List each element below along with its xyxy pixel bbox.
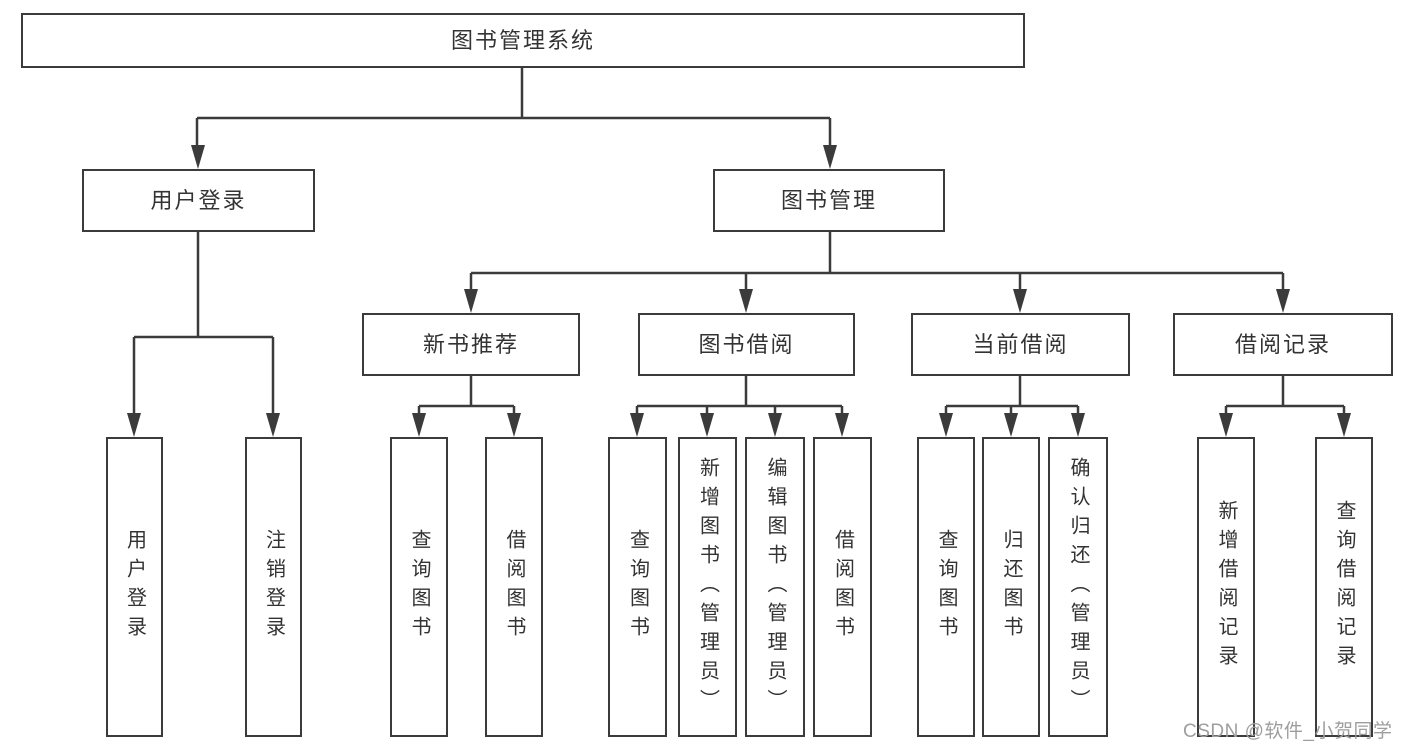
leaf-query-books-recommend: 查询图书 (390, 437, 448, 737)
node-user-login: 用户登录 (82, 169, 315, 232)
leaf-add-borrow-record: 新增借阅记录 (1197, 437, 1255, 737)
leaf-user-login: 用户登录 (106, 437, 163, 737)
watermark: CSDN @软件_小贺同学 (1183, 721, 1393, 742)
leaf-query-borrow-record: 查询借阅记录 (1315, 437, 1373, 737)
node-borrow-records: 借阅记录 (1173, 313, 1393, 376)
node-new-book-recommend: 新书推荐 (362, 313, 580, 376)
node-current-borrowing: 当前借阅 (911, 313, 1130, 376)
leaf-borrow-books: 借阅图书 (813, 437, 872, 737)
leaf-add-book-admin: 新增图书（管理员） (678, 437, 737, 737)
leaf-query-books-borrowing: 查询图书 (608, 437, 667, 737)
leaf-edit-book-admin: 编辑图书（管理员） (745, 437, 805, 737)
node-book-borrowing: 图书借阅 (638, 313, 855, 376)
node-root-library-system: 图书管理系统 (21, 13, 1025, 68)
leaf-logout: 注销登录 (245, 437, 302, 737)
leaf-borrow-books-recommend: 借阅图书 (485, 437, 543, 737)
node-book-management: 图书管理 (713, 169, 945, 232)
leaf-confirm-return-admin: 确认归还（管理员） (1048, 437, 1108, 737)
leaf-return-books: 归还图书 (982, 437, 1040, 737)
leaf-query-books-current: 查询图书 (917, 437, 975, 737)
